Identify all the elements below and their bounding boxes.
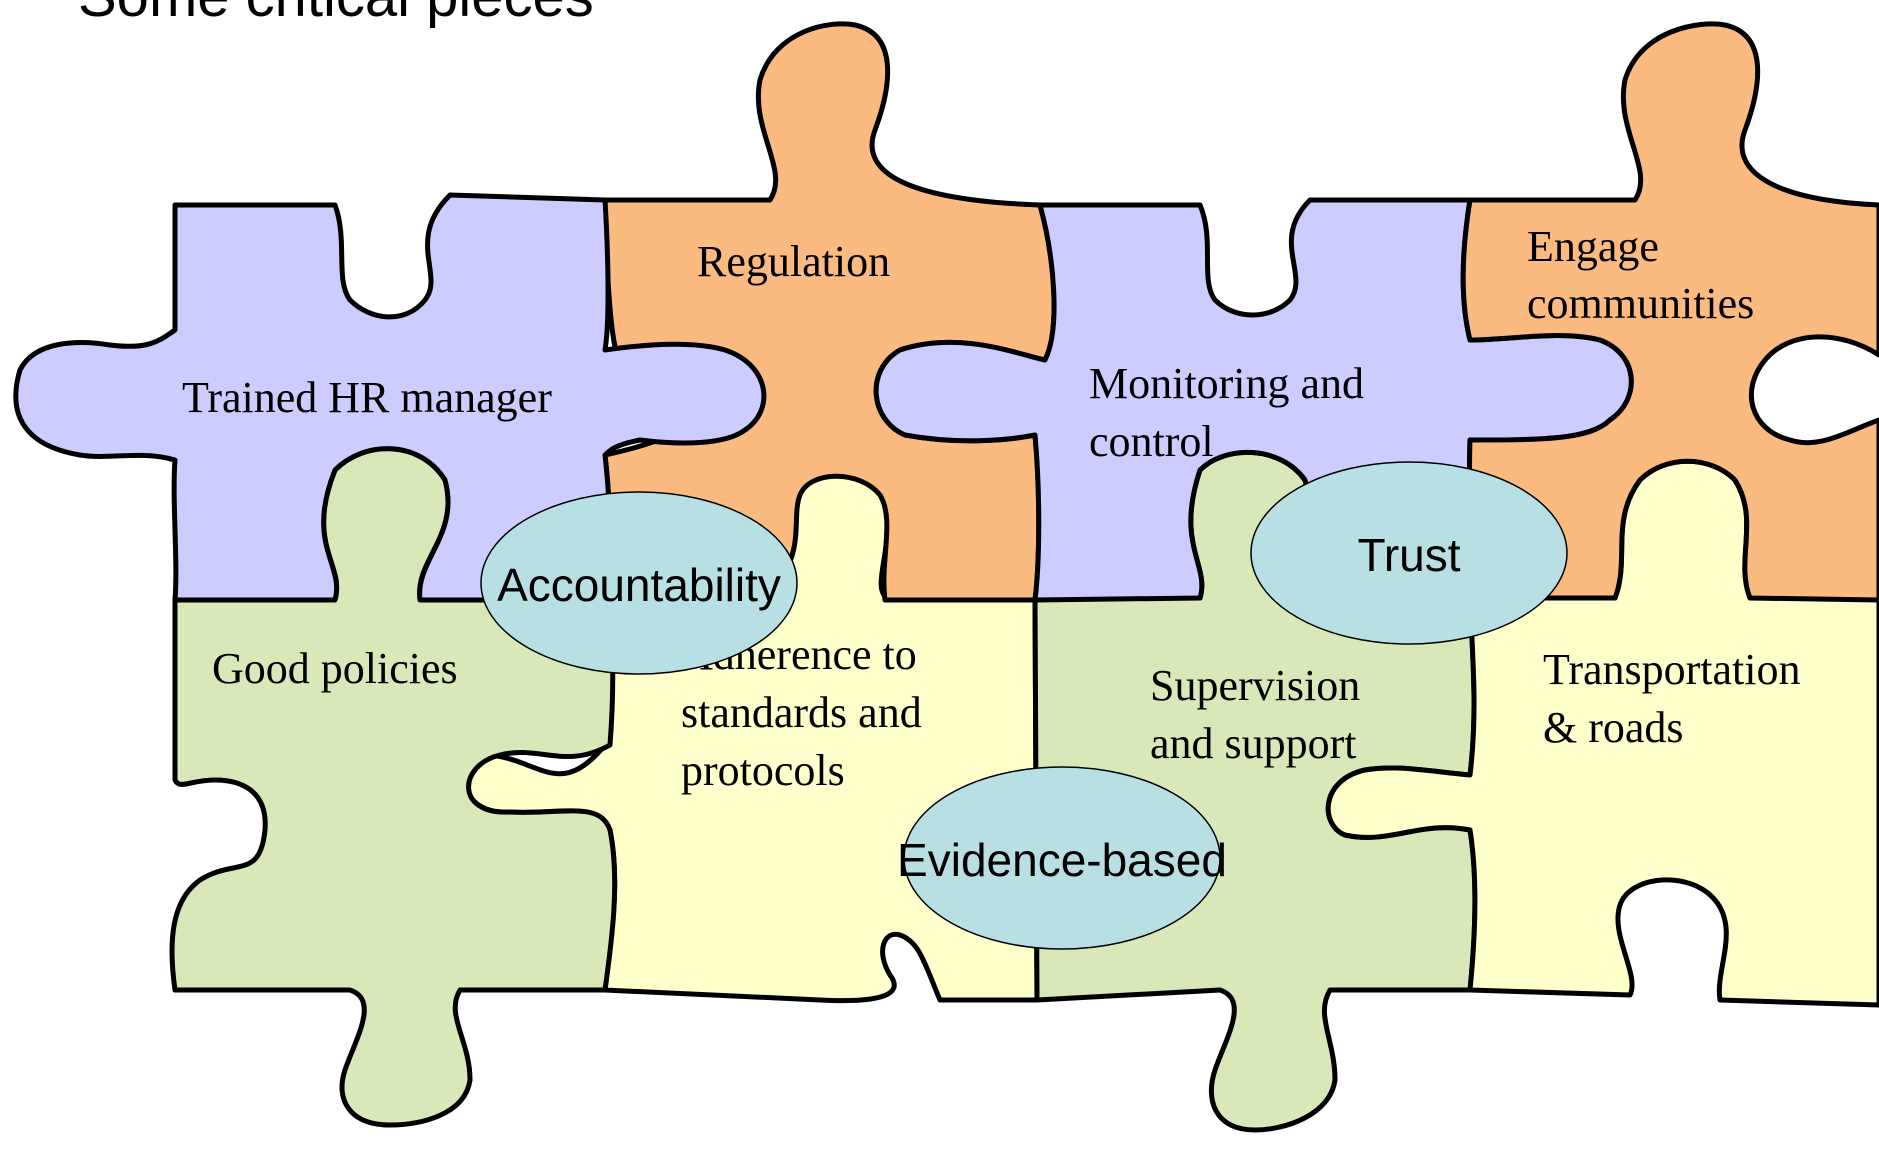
label-trained-hr: Trained HR manager [182,373,552,422]
label-regulation: Regulation [697,237,890,286]
label-adherence-line-3: protocols [681,746,845,795]
oval-accountability-label: Accountability [497,559,781,611]
label-transportation-line-2: & roads [1543,703,1684,752]
label-good-policies: Good policies [212,644,458,693]
oval-trust-label: Trust [1357,529,1460,581]
label-engage-line-2: communities [1527,279,1754,328]
oval-evidence-based [903,766,1221,950]
oval-evidence-based-label: Evidence-based [897,834,1227,886]
label-engage-line-1: Engage [1527,222,1659,271]
oval-accountability [480,491,798,675]
oval-trust [1250,461,1568,645]
label-supervision-line-2: and support [1150,719,1357,768]
label-supervision-line-1: Supervision [1150,661,1360,710]
slide-title: Some critical pieces [78,0,594,29]
puzzle-piece-engage [1460,21,1879,603]
label-monitoring-line-1: Monitoring and [1089,359,1364,408]
label-transportation-line-1: Transportation [1543,645,1801,694]
label-monitoring-line-2: control [1089,417,1214,466]
label-adherence-line-2: standards and [681,688,922,737]
